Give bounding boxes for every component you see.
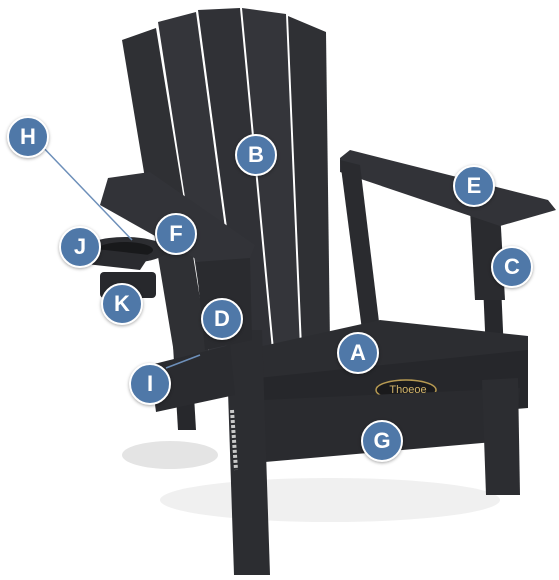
brand-logo-text: Thoeoe bbox=[378, 382, 438, 398]
label-j-cup-ring: J bbox=[59, 226, 101, 268]
chair-shadow bbox=[160, 478, 500, 522]
label-h-cup-holder: H bbox=[7, 116, 49, 158]
label-a-seat: A bbox=[337, 332, 379, 374]
front-leg-right bbox=[482, 378, 520, 495]
label-g-front-apron: G bbox=[361, 420, 403, 462]
label-e-armrest: E bbox=[453, 165, 495, 207]
label-i-side-rail: I bbox=[129, 363, 171, 405]
label-k-bracket: K bbox=[101, 283, 143, 325]
label-c-front-post: C bbox=[491, 246, 533, 288]
label-b-backrest: B bbox=[235, 134, 277, 176]
right-back-support bbox=[340, 160, 380, 330]
right-armrest bbox=[340, 150, 556, 226]
label-f-left-armrest: F bbox=[155, 213, 197, 255]
label-d-armrest-post: D bbox=[201, 298, 243, 340]
cup-holder-shadow bbox=[122, 441, 218, 469]
